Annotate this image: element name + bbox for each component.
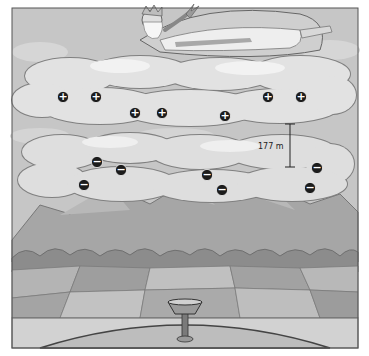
charge-sign: − bbox=[216, 184, 228, 196]
field-patch bbox=[70, 266, 150, 292]
charge-node: − bbox=[201, 169, 213, 181]
charge-sign: + bbox=[156, 107, 168, 119]
field-patch bbox=[235, 288, 320, 318]
charge-node: − bbox=[311, 162, 323, 174]
cloud-puff bbox=[308, 76, 356, 114]
dimension-line bbox=[290, 124, 291, 167]
zeus-crown bbox=[142, 5, 162, 16]
charge-sign: − bbox=[311, 162, 323, 174]
charge-sign: + bbox=[295, 91, 307, 103]
charge-sign: − bbox=[201, 169, 213, 181]
dimension-label: 177 m bbox=[258, 142, 284, 152]
dimension-tick bbox=[285, 124, 295, 125]
charge-circle bbox=[304, 182, 315, 193]
charge-circle bbox=[216, 184, 227, 195]
charge-circle bbox=[219, 110, 230, 121]
charge-sign: + bbox=[262, 91, 274, 103]
thunderbolt bbox=[186, 4, 199, 18]
dimension-tick bbox=[285, 167, 295, 168]
charge-circle bbox=[91, 156, 102, 167]
field-patch bbox=[145, 266, 235, 290]
lower-cloud-fill bbox=[18, 133, 354, 202]
field-patch bbox=[60, 290, 145, 318]
charge-sign: + bbox=[90, 91, 102, 103]
sky bbox=[12, 8, 358, 348]
charge-node: − bbox=[78, 179, 90, 191]
charge-circle bbox=[57, 91, 68, 102]
zeus-cloak bbox=[140, 10, 323, 56]
cloud-puff bbox=[308, 76, 356, 114]
rod-base bbox=[177, 336, 193, 342]
zeus-beard bbox=[143, 22, 163, 39]
cloud-highlight bbox=[90, 59, 150, 73]
charge-circle bbox=[129, 107, 140, 118]
cloud-puff bbox=[237, 167, 347, 201]
rod-dish-rim bbox=[168, 299, 202, 305]
charge-circle bbox=[90, 91, 101, 102]
rod-pole bbox=[182, 313, 188, 339]
charge-node: + bbox=[57, 91, 69, 103]
charge-node: − bbox=[304, 182, 316, 194]
dimension-bracket bbox=[285, 124, 295, 167]
charge-node: + bbox=[262, 91, 274, 103]
picture-frame bbox=[12, 8, 358, 348]
charge-sign: + bbox=[57, 91, 69, 103]
field-patch bbox=[230, 266, 310, 290]
cloud-highlight bbox=[200, 140, 260, 152]
upper-cloud-highlight bbox=[90, 59, 285, 75]
lower-cloud-outline bbox=[18, 133, 354, 202]
lower-cloud-highlight bbox=[82, 136, 260, 152]
charge-sign: − bbox=[78, 179, 90, 191]
charge-sign: + bbox=[219, 110, 231, 122]
zeus-robe bbox=[160, 28, 301, 51]
charge-sign: − bbox=[304, 182, 316, 194]
charge-circle bbox=[295, 91, 306, 102]
charge-node: + bbox=[90, 91, 102, 103]
charge-node: − bbox=[115, 164, 127, 176]
charge-circle bbox=[156, 107, 167, 118]
cloud-puff bbox=[237, 167, 347, 201]
charge-node: + bbox=[295, 91, 307, 103]
field-patch bbox=[300, 266, 358, 292]
field-patch bbox=[310, 290, 358, 318]
charge-circle bbox=[201, 169, 212, 180]
charge-circle bbox=[311, 162, 322, 173]
zeus-belt bbox=[175, 38, 252, 47]
zeus-arm bbox=[165, 12, 190, 30]
charge-node: + bbox=[219, 110, 231, 122]
charge-circle bbox=[262, 91, 273, 102]
upper-cloud-fill bbox=[12, 56, 356, 126]
charge-sign: + bbox=[129, 107, 141, 119]
field-patch bbox=[140, 288, 240, 318]
charge-circle bbox=[115, 164, 126, 175]
zeus-figure bbox=[140, 4, 332, 57]
charge-node: − bbox=[216, 184, 228, 196]
cloud-highlight bbox=[215, 61, 285, 75]
charge-sign: − bbox=[91, 156, 103, 168]
zeus-legs bbox=[300, 26, 332, 38]
charge-circle bbox=[78, 179, 89, 190]
upper-cloud-outline bbox=[12, 56, 356, 126]
charge-sign: − bbox=[115, 164, 127, 176]
cloud-highlight bbox=[82, 136, 138, 148]
charge-node: + bbox=[156, 107, 168, 119]
charge-node: − bbox=[91, 156, 103, 168]
charge-node: + bbox=[129, 107, 141, 119]
